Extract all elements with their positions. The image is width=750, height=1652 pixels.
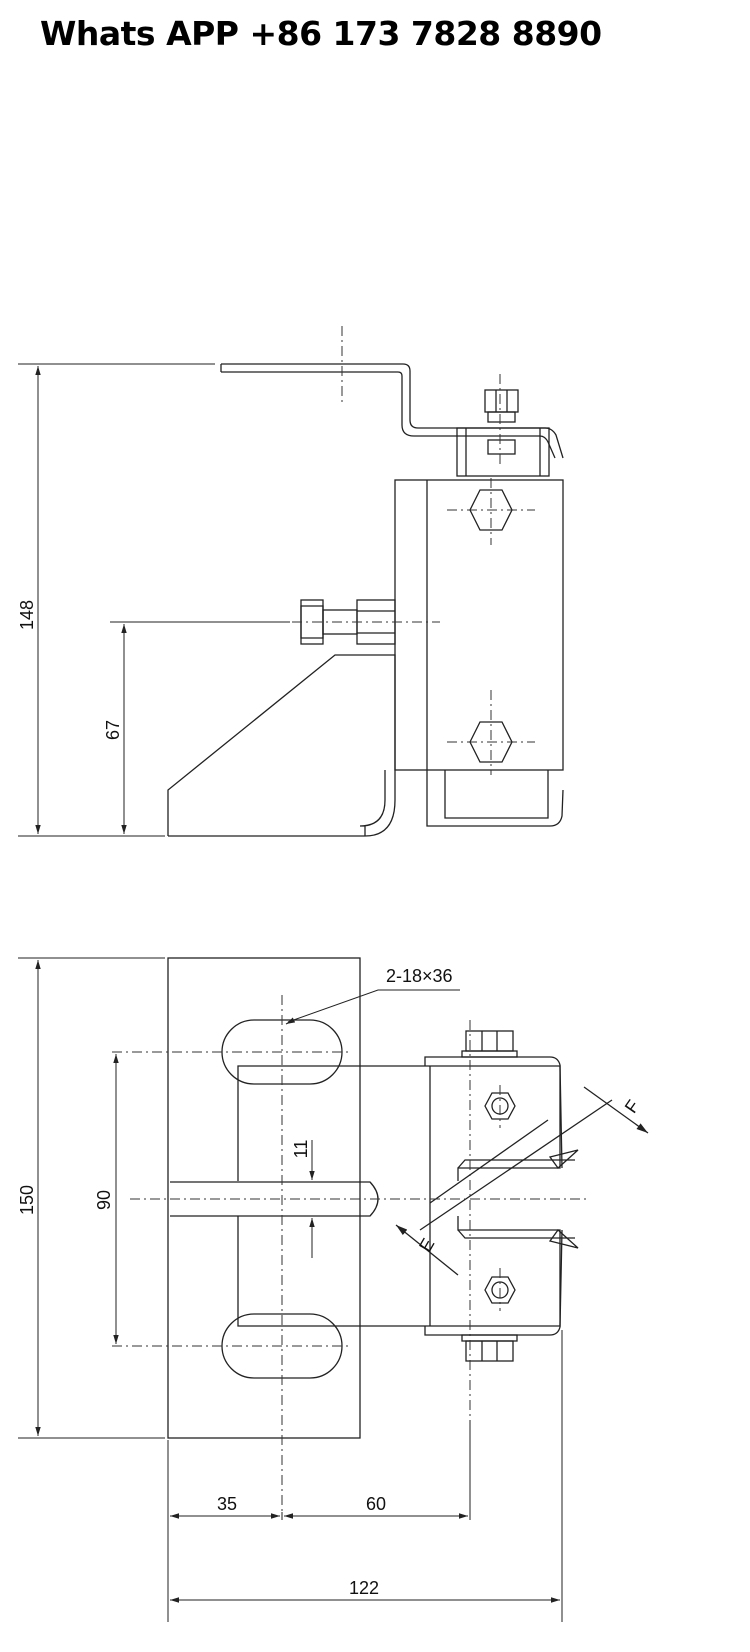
- back-plate: [167, 957, 361, 1439]
- dim-60-label: 60: [366, 1494, 386, 1514]
- dim-150-label: 150: [17, 1185, 37, 1215]
- face-hex-lower: [484, 1276, 516, 1304]
- shoe-body: [394, 479, 564, 771]
- shoe-lower-half: [237, 1216, 561, 1327]
- top-bolt-head: [484, 389, 519, 413]
- dim-67-label: 67: [103, 720, 123, 740]
- face-hex-upper: [484, 1092, 516, 1120]
- shoe-upper-half: [237, 1065, 561, 1181]
- side-centerlines: [292, 326, 535, 775]
- whatsapp-contact-title: Whats APP +86 173 7828 8890: [40, 14, 602, 53]
- bottom-clip: [444, 770, 549, 819]
- dim-e-label: E: [415, 1235, 438, 1255]
- dim-35-label: 35: [217, 1494, 237, 1514]
- side-view: [167, 363, 564, 837]
- bottom-clip-bolt: [465, 1340, 514, 1362]
- top-dimensions: [18, 957, 563, 1622]
- dim-90-label: 90: [94, 1190, 114, 1210]
- top-centerlines: [112, 995, 590, 1512]
- spring-clip: [424, 1056, 563, 1169]
- top-bracket-plate: [221, 363, 564, 459]
- dim-122-label: 122: [349, 1578, 379, 1598]
- dim-11-label: 11: [291, 1140, 311, 1159]
- top-clip: [456, 427, 550, 477]
- dim-f-label: F: [621, 1096, 644, 1116]
- slot-callout-label: 2-18×36: [386, 966, 453, 986]
- side-dimensions: [18, 363, 290, 837]
- base-gusset: [167, 654, 396, 836]
- top-clip-bolt: [465, 1030, 514, 1052]
- dim-148-label: 148: [17, 600, 37, 630]
- top-view: [167, 957, 649, 1439]
